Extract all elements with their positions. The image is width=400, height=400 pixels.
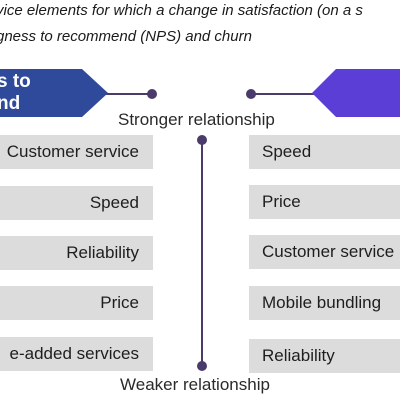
header-line-2: gness to recommend (NPS) and churn: [0, 28, 252, 45]
right-item-5: Reliability: [249, 339, 400, 373]
axis-bottom-dot: [197, 361, 207, 371]
right-connector-dot: [246, 89, 256, 99]
left-banner-text: s to nd: [0, 71, 31, 115]
left-banner: s to nd: [0, 69, 110, 117]
right-banner: [312, 69, 400, 117]
right-item-3: Customer service: [249, 235, 400, 269]
left-banner-line-2: nd: [0, 93, 21, 114]
right-item-1: Speed: [249, 135, 400, 169]
weaker-relationship-label: Weaker relationship: [120, 375, 270, 394]
stronger-relationship-label: Stronger relationship: [118, 110, 275, 129]
right-item-2: Price: [249, 185, 400, 219]
axis-top-dot: [197, 135, 207, 145]
left-banner-line-1: s to: [0, 71, 31, 92]
header-line-1: vice elements for which a change in sati…: [0, 2, 363, 19]
left-item-5: e-added services: [0, 337, 153, 371]
left-item-2: Speed: [0, 186, 153, 220]
left-connector-dot: [147, 89, 157, 99]
left-item-3: Reliability: [0, 236, 153, 270]
left-item-1: Customer service: [0, 135, 153, 169]
right-item-4: Mobile bundling: [249, 286, 400, 320]
left-item-4: Price: [0, 286, 153, 320]
